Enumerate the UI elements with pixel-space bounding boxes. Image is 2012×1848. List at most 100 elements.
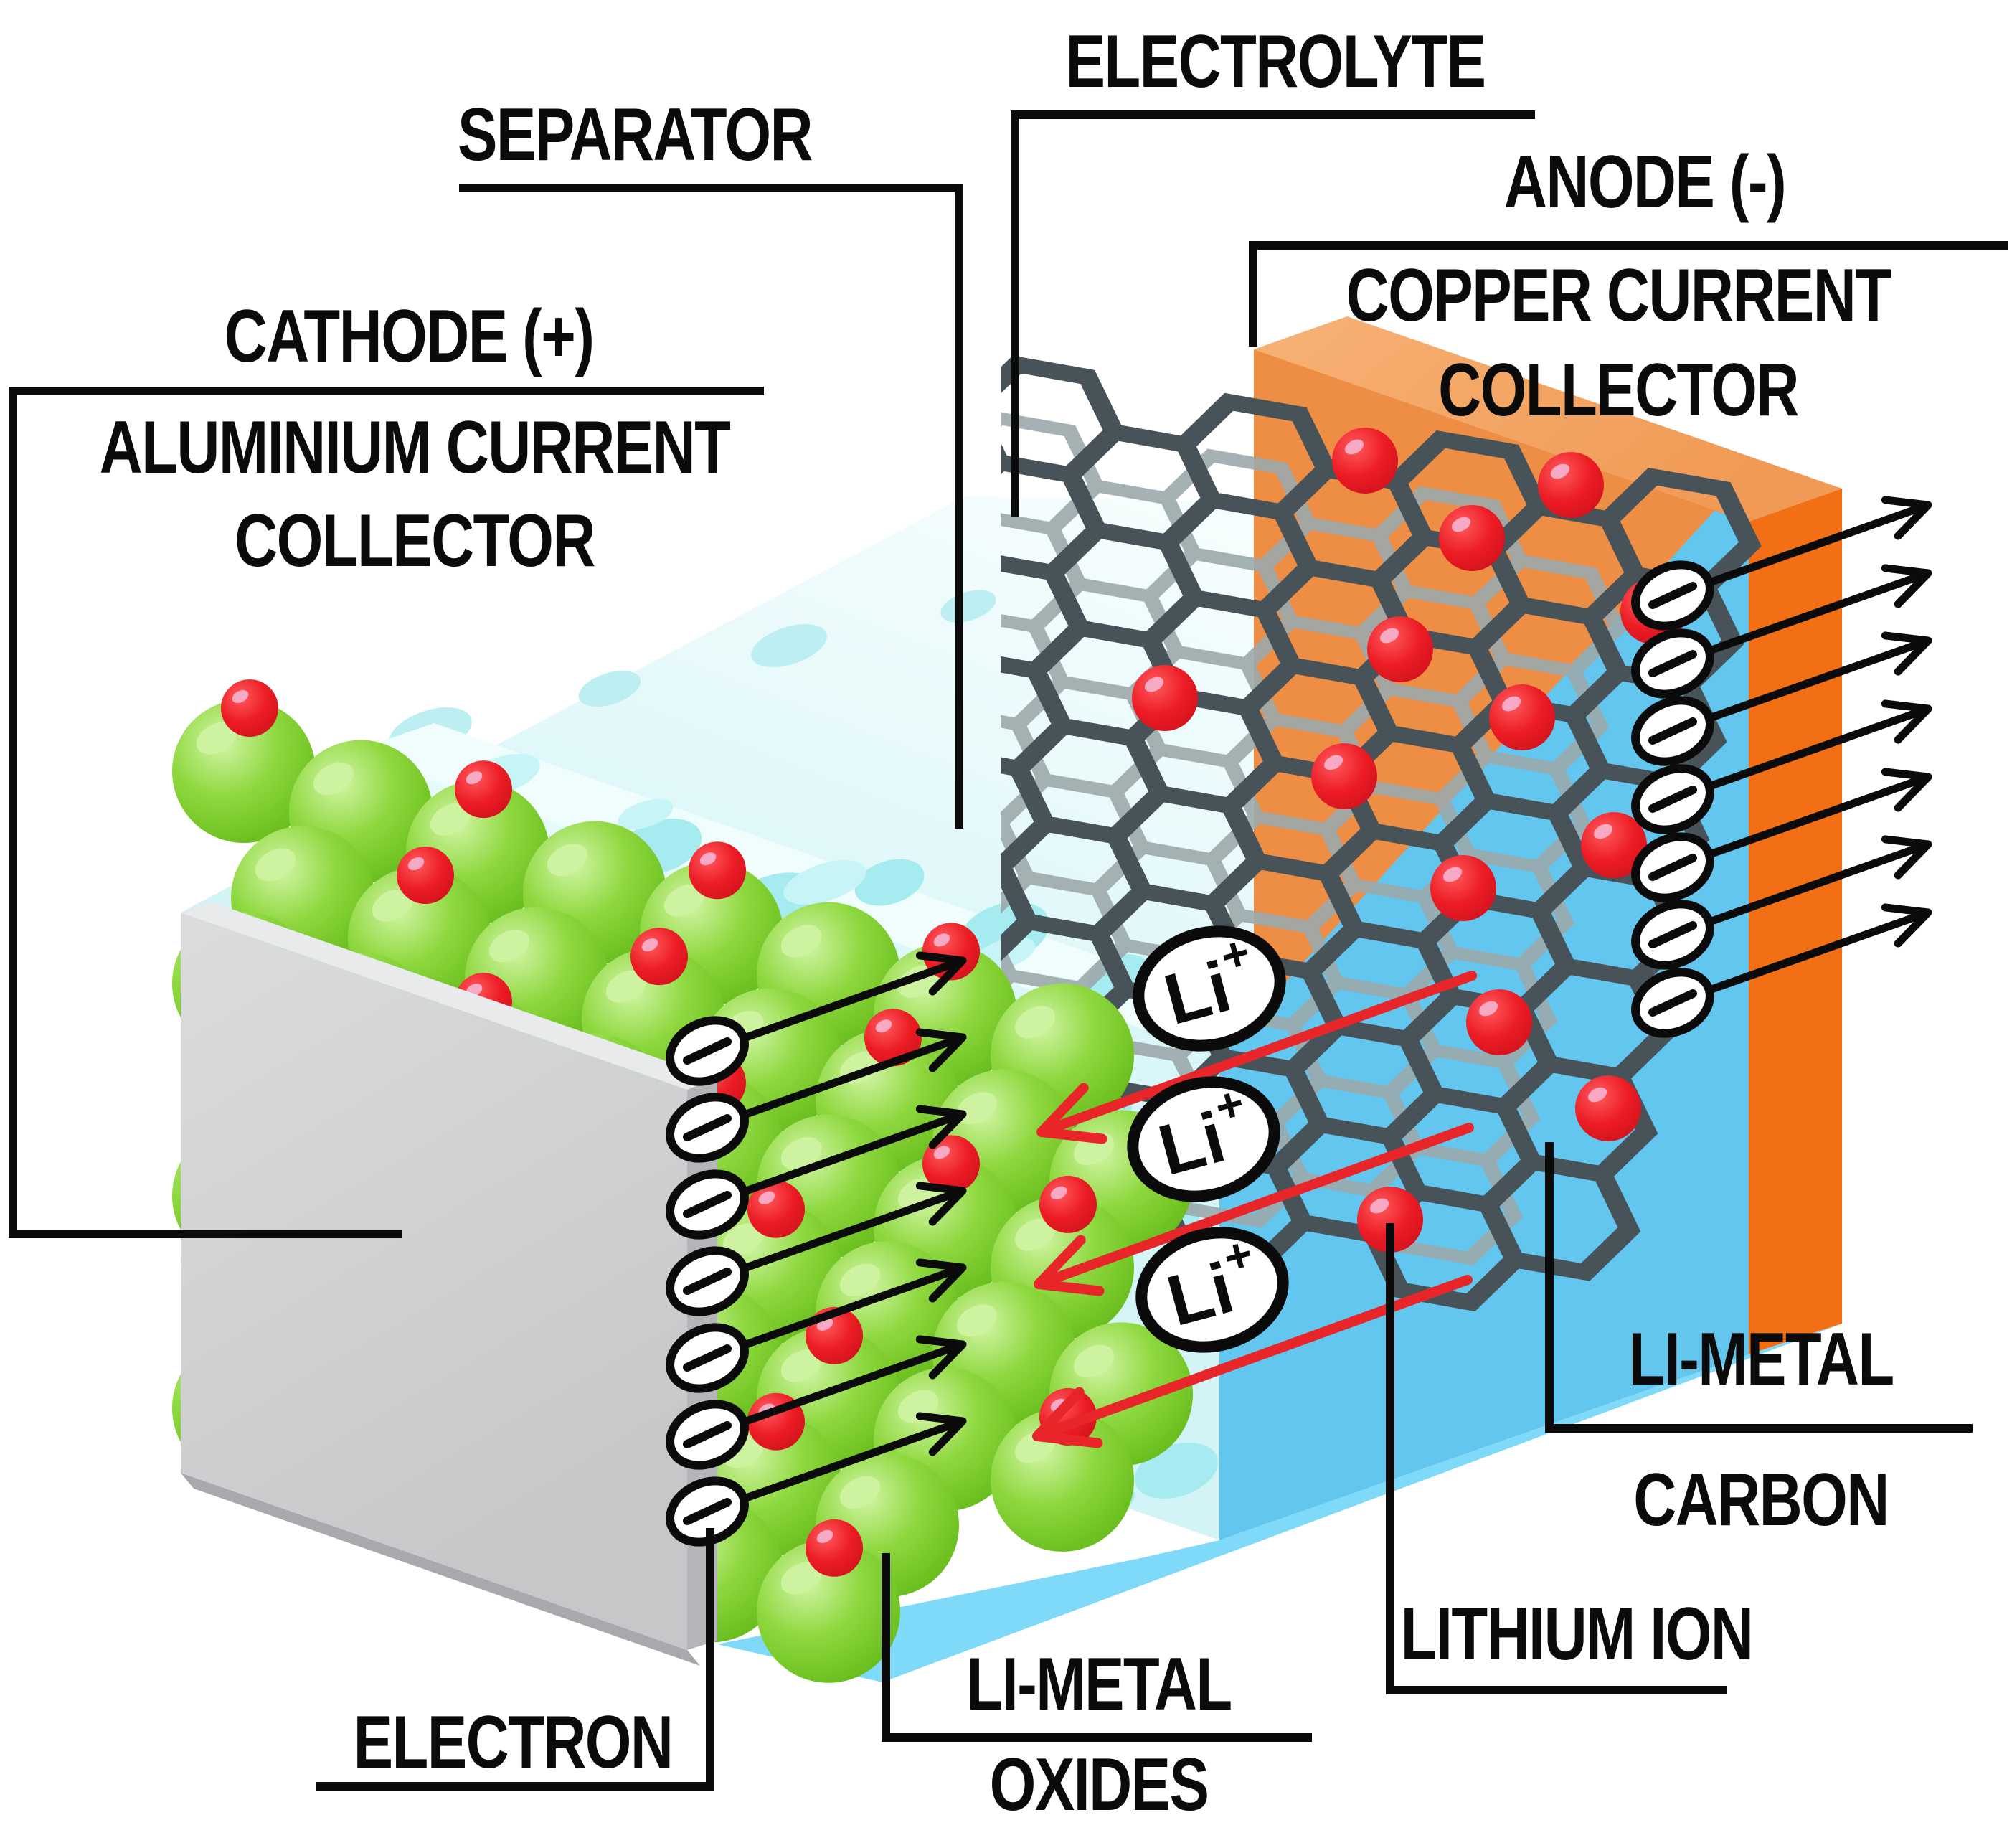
label-electrolyte: ELECTROLYTE [1065,20,1487,103]
label-lithium-ion: LITHIUM ION [1400,1593,1754,1676]
lithium-ion-sphere [1439,505,1505,571]
electrolyte-leader-line [1011,110,1535,517]
label-copper-line2: COLLECTOR [1438,349,1799,432]
sphere-highlight [875,1019,892,1033]
label-separator: SEPARATOR [457,93,813,176]
lithium-ion-sphere [1132,665,1198,731]
sphere-highlight [547,844,588,877]
label-li-metal-carbon-1: LI-METAL [1628,1318,1894,1401]
label-copper-line1: COPPER CURRENT [1346,254,1891,337]
electron-arrow-icon [1687,564,1932,661]
lithium-ion-sphere [1489,684,1555,750]
sphere-highlight [699,852,717,866]
lithium-ion-sphere [1430,855,1496,921]
sphere-highlight [605,970,647,1003]
sphere-highlight [780,1137,822,1170]
li-ion-flow-arrows [1032,971,1477,1448]
sphere-highlight [1478,1001,1498,1017]
sphere-highlight [816,1529,833,1543]
lithium-ion-sphere [1575,1075,1641,1141]
sphere-highlight [956,1304,998,1337]
copper-collector-side-face [1749,489,1842,1354]
lithium-ion-leader-line [1386,1223,1727,1694]
li-ion-flow-arrow-icon [1036,971,1477,1144]
carbon-lattice-light [1001,411,1627,1265]
electron-arrow-icon [722,1412,967,1509]
li-metal-oxides-leader-line [882,1553,1312,1742]
sphere-highlight [313,762,354,796]
lithium-ion-dot [397,847,454,905]
sphere-highlight [641,938,658,952]
sphere-highlight [466,771,483,785]
sphere-highlight [1344,439,1364,455]
bubble [783,860,866,905]
lithium-ion-dot [221,679,278,737]
sphere-highlight [407,857,425,871]
sphere-highlight [956,1092,998,1125]
li-metal-carbon-leader-line [1545,1142,1973,1433]
electron-arrow-icon [1687,699,1932,797]
sphere-highlight [758,1191,775,1204]
sphere-highlight [1014,1006,1056,1039]
sphere-highlight [780,925,822,958]
sphere-highlight [1073,1344,1115,1377]
electron-arrow-icon [722,1335,967,1433]
sphere-highlight [933,1146,950,1159]
electron-arrow-icon [722,1028,967,1126]
sphere-highlight [1550,463,1570,479]
cathode-leader-line [9,387,764,1238]
label-aluminium-line2: COLLECTOR [235,499,595,583]
copper-leader-line [1249,241,2008,346]
bubble [618,798,674,830]
lithium-ion-dot [806,1519,863,1577]
sphere-highlight [780,1562,822,1595]
sphere-highlight [372,889,413,922]
label-li-metal-carbon-2: CARBON [1633,1458,1889,1542]
sphere-highlight [1144,676,1164,692]
label-li-metal-oxides-1: LI-METAL [966,1643,1232,1726]
electron-arrow-icon [1687,835,1932,933]
sphere-highlight [722,1223,764,1256]
electron-arrow-icon [722,1258,967,1356]
label-li-metal-oxides-2: OXIDES [989,1743,1209,1826]
li-ion-flow-arrow-icon [1034,1123,1474,1296]
sphere-highlight [663,884,705,917]
label-electron: ELECTRON [353,1701,674,1784]
li-ion-flow-arrow-icon [1032,1275,1473,1448]
lithium-ion-sphere [1466,989,1532,1055]
electron-arrow-icon [1687,496,1932,593]
sphere-highlight [430,803,471,836]
label-cathode: CATHODE (+) [224,295,595,378]
sphere-highlight [1379,628,1399,644]
lithium-ion-sphere [1311,743,1377,809]
lithium-ion-dot [1039,1175,1097,1233]
bubble [751,623,827,668]
lithium-ion-sphere [1538,452,1604,518]
sphere-highlight [839,1476,881,1509]
sphere-highlight [255,848,296,882]
bubble [854,859,925,906]
sphere-highlight [933,933,950,947]
sphere-highlight [1014,1218,1056,1251]
electron-arrow-icon [722,1105,967,1202]
electron-arrow-icon [1687,768,1932,865]
sphere-highlight [196,722,237,755]
electron-arrow-icon [1687,903,1932,1001]
sphere-highlight [839,1263,881,1296]
bubble [940,590,996,623]
label-anode: ANODE (-) [1503,141,1787,224]
bubble [578,670,641,707]
sphere-highlight [1369,1198,1389,1214]
lithium-ion-sphere [1367,616,1433,682]
aluminium-collector-front-face [181,913,687,1650]
electrons-anode-side [1625,496,1932,1045]
electron-arrow-icon [1687,631,1932,729]
copper-collector-top-face [1254,316,1842,522]
cell-bottom-face [717,1324,1841,1682]
sphere-highlight [1451,517,1471,532]
electron-arrow-icon [722,951,967,1049]
lithium-ion-sphere [1332,428,1398,494]
sphere-highlight [488,929,530,963]
